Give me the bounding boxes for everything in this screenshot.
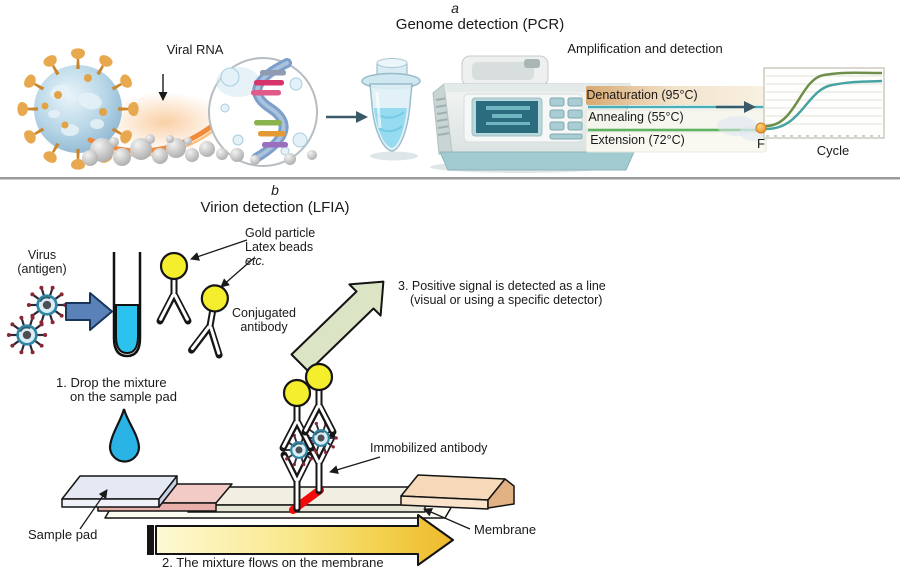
panel-a-title: Genome detection (PCR) bbox=[395, 16, 565, 33]
panel-a-tag: a bbox=[451, 0, 459, 16]
denaturation-band bbox=[586, 86, 784, 105]
flow-direction-arrow bbox=[147, 514, 454, 566]
sample-droplet-icon bbox=[108, 408, 141, 463]
amplification-plot bbox=[717, 67, 885, 141]
positive-signal-arrow bbox=[290, 280, 385, 373]
annealing-label: Annealing (55°C) bbox=[588, 110, 684, 124]
lfia-strip bbox=[61, 474, 515, 519]
particle-label: Gold particle Latex beads etc. bbox=[245, 226, 316, 268]
immobilized-antibody-label: Immobilized antibody bbox=[370, 441, 488, 455]
sample-pad-front bbox=[61, 498, 160, 508]
flow-arrow-1 bbox=[326, 111, 368, 123]
fluorescence-dot bbox=[755, 122, 767, 134]
denaturation-label: Denaturation (95°C) bbox=[586, 88, 698, 102]
pcr-machine bbox=[430, 55, 635, 173]
membrane-label: Membrane bbox=[474, 522, 537, 537]
absorbent-pad-front bbox=[400, 495, 489, 510]
extension-label: Extension (72°C) bbox=[590, 133, 685, 147]
immobilized-pointer-arrow bbox=[329, 456, 381, 475]
sample-pad-side bbox=[158, 475, 178, 508]
membrane-pointer-arrow bbox=[423, 508, 471, 530]
viral-rna-label: Viral RNA bbox=[166, 42, 224, 57]
label-arrows-gold bbox=[190, 239, 255, 288]
absorbent-pad-side bbox=[487, 478, 515, 509]
pcr-tube bbox=[361, 58, 421, 161]
rna-magnifier bbox=[208, 57, 318, 167]
extension-band bbox=[585, 131, 767, 153]
step1-label: 1. Drop the mixture on the sample pad bbox=[56, 375, 177, 405]
step3-label: 3. Positive signal is detected as a line… bbox=[398, 279, 606, 307]
conjugated-antibody-label: Conjugated antibody bbox=[232, 306, 296, 334]
sample-pad-pointer-arrow bbox=[79, 489, 108, 530]
conjugated-antibody-icon bbox=[283, 380, 311, 448]
amplification-curve-teal bbox=[765, 79, 883, 131]
sample-pad-top bbox=[61, 475, 178, 500]
mix-arrow bbox=[65, 292, 113, 331]
label-arrows bbox=[79, 456, 471, 530]
virus-antigen-label: Virus (antigen) bbox=[17, 248, 67, 276]
conjugated-antibody-icon bbox=[160, 253, 188, 321]
flow-arrow-2 bbox=[716, 101, 756, 113]
amplification-curve-green bbox=[765, 71, 883, 128]
debris-spheres bbox=[82, 134, 317, 166]
rna-helix bbox=[251, 58, 292, 163]
fluorescence-label: F bbox=[757, 136, 765, 151]
cycle-axis-label: Cycle bbox=[816, 143, 850, 158]
step2-label: 2. The mixture flows on the membrane bbox=[162, 555, 384, 570]
sample-tube bbox=[112, 252, 142, 358]
panel-b-title: Virion detection (LFIA) bbox=[200, 199, 350, 216]
panel-b-tag: b bbox=[271, 182, 279, 198]
amplification-label: Amplification and detection bbox=[567, 41, 723, 56]
membrane-front bbox=[187, 504, 426, 513]
panel-divider bbox=[0, 177, 900, 180]
sample-pad-label: Sample pad bbox=[28, 527, 98, 542]
